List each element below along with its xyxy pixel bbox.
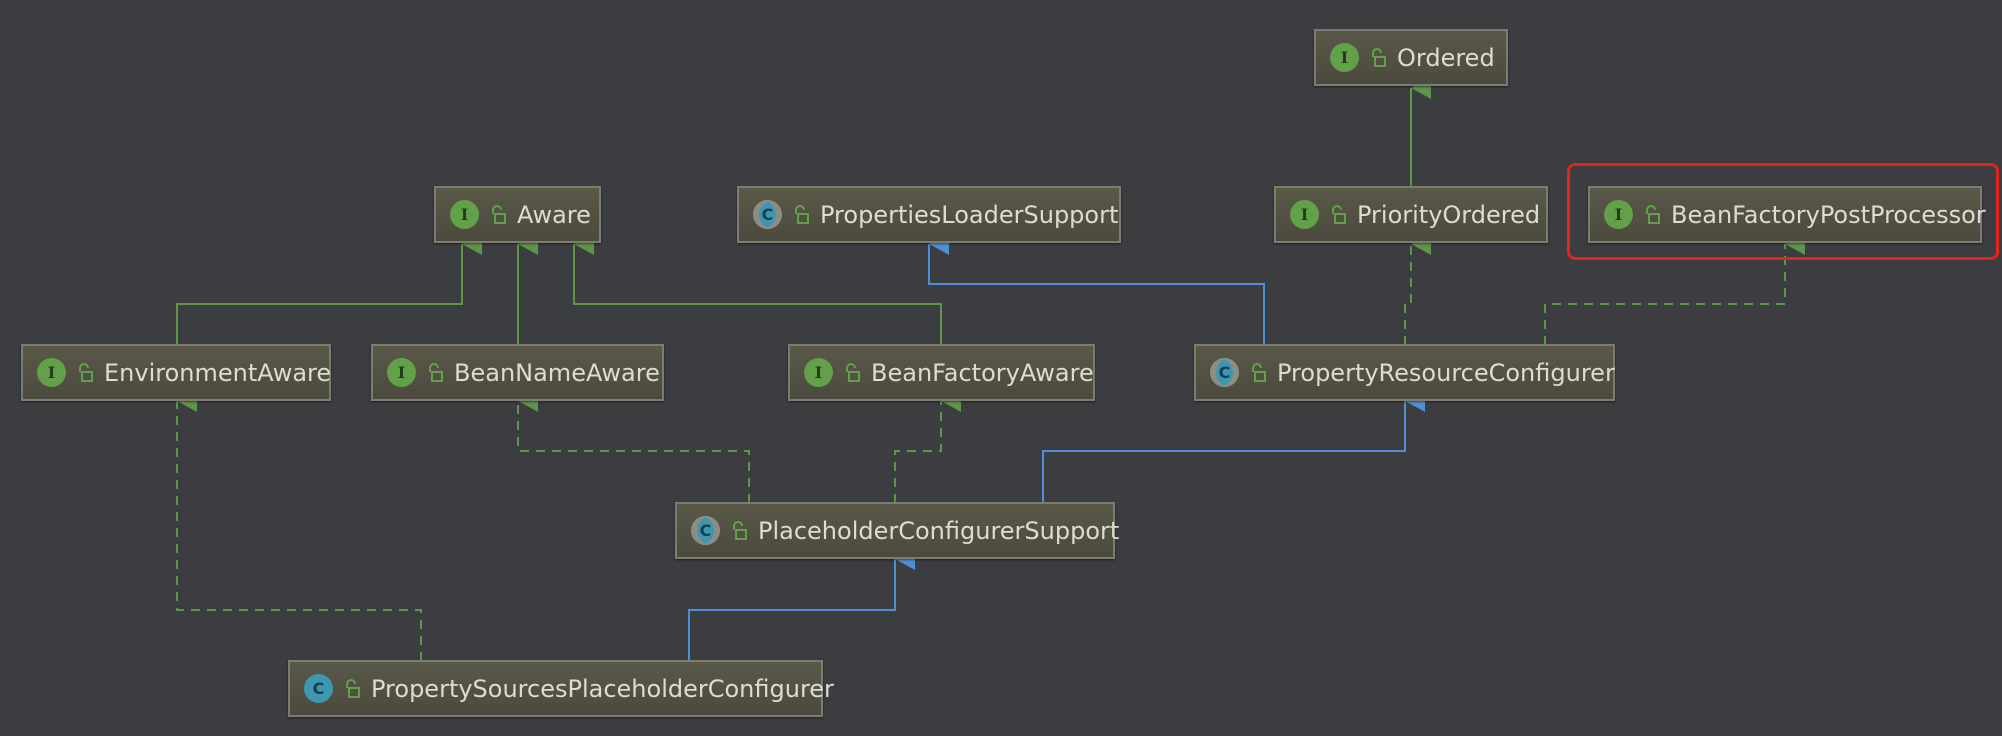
edge-propertysourcesplaceholderconfigurer-to-placeholderconfigurersupport: [688, 548, 915, 661]
edge-placeholderconfigurersupport-to-propertyresourceconfigurer: [1042, 390, 1425, 503]
interface-icon: I: [37, 358, 66, 387]
node-label: BeanFactoryPostProcessor: [1671, 200, 1986, 229]
interface-icon: I: [387, 358, 416, 387]
edge-propertyresourceconfigurer-to-propertiesloadersupport: [928, 233, 1265, 345]
node-label: PropertiesLoaderSupport: [820, 200, 1119, 229]
interface-icon: I: [804, 358, 833, 387]
public-lock-icon: [1369, 47, 1387, 69]
public-lock-icon: [843, 362, 861, 384]
interface-icon: I: [1330, 43, 1359, 72]
node-label: Aware: [517, 200, 591, 229]
node-bean-factory-post-processor[interactable]: I BeanFactoryPostProcessor: [1588, 186, 1986, 243]
edge-propertyresourceconfigurer-to-priorityordered: [1404, 233, 1431, 345]
public-lock-icon: [76, 362, 94, 384]
node-label: PropertyResourceConfigurer: [1277, 358, 1615, 387]
node-property-sources-placeholder-configurer[interactable]: C PropertySourcesPlaceholderConfigurer: [288, 660, 834, 717]
node-label: BeanNameAware: [454, 358, 660, 387]
public-lock-icon: [426, 362, 444, 384]
edge-propertyresourceconfigurer-to-beanfactorypostprocessor: [1544, 233, 1805, 345]
node-priority-ordered[interactable]: I PriorityOrdered: [1274, 186, 1548, 243]
node-label: BeanFactoryAware: [871, 358, 1094, 387]
interface-icon: I: [450, 200, 479, 229]
selection-highlight: [1567, 163, 1999, 260]
node-properties-loader-support[interactable]: C PropertiesLoaderSupport: [737, 186, 1121, 243]
edge-beanfactoryaware-to-aware: [573, 233, 942, 345]
public-lock-icon: [792, 204, 810, 226]
public-lock-icon: [489, 204, 507, 226]
public-lock-icon: [1329, 204, 1347, 226]
public-lock-icon: [1249, 362, 1267, 384]
interface-icon: I: [1604, 200, 1633, 229]
node-environment-aware[interactable]: I EnvironmentAware: [21, 344, 331, 401]
node-ordered[interactable]: I Ordered: [1314, 29, 1508, 86]
node-label: EnvironmentAware: [104, 358, 332, 387]
node-label: PlaceholderConfigurerSupport: [758, 516, 1120, 545]
edge-environmentaware-to-aware: [176, 233, 482, 345]
abstract-class-icon: C: [1210, 358, 1239, 387]
node-placeholder-configurer-support[interactable]: C PlaceholderConfigurerSupport: [675, 502, 1119, 559]
node-label: PropertySourcesPlaceholderConfigurer: [371, 674, 834, 703]
interface-icon: I: [1290, 200, 1319, 229]
abstract-class-icon: C: [753, 200, 782, 229]
public-lock-icon: [1643, 204, 1661, 226]
edge-propertysourcesplaceholderconfigurer-to-environmentaware: [176, 390, 422, 661]
node-aware[interactable]: I Aware: [434, 186, 601, 243]
public-lock-icon: [730, 520, 748, 542]
node-label: PriorityOrdered: [1357, 200, 1541, 229]
edge-placeholderconfigurersupport-to-beanfactoryaware: [894, 390, 961, 503]
abstract-class-icon: C: [691, 516, 720, 545]
node-label: Ordered: [1397, 43, 1495, 72]
node-bean-name-aware[interactable]: I BeanNameAware: [371, 344, 664, 401]
edge-placeholderconfigurersupport-to-beannameaware: [517, 390, 750, 503]
node-property-resource-configurer[interactable]: C PropertyResourceConfigurer: [1194, 344, 1615, 401]
node-bean-factory-aware[interactable]: I BeanFactoryAware: [788, 344, 1095, 401]
public-lock-icon: [343, 678, 361, 700]
class-icon: C: [304, 674, 333, 703]
